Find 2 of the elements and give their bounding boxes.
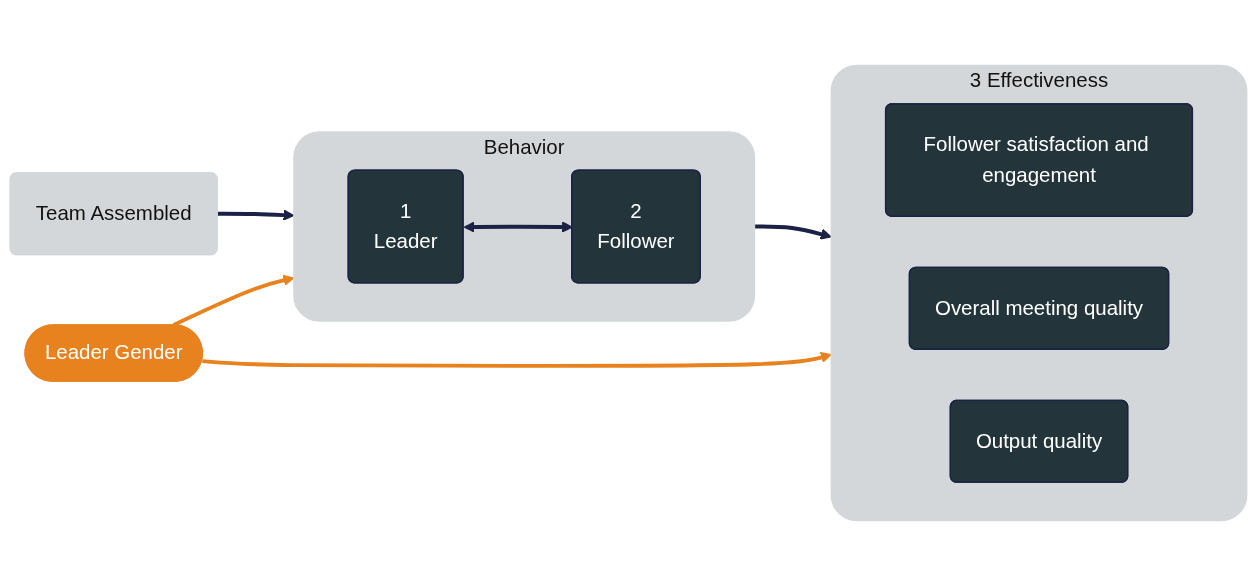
arrow bbox=[202, 352, 832, 368]
arrow bbox=[754, 224, 832, 240]
